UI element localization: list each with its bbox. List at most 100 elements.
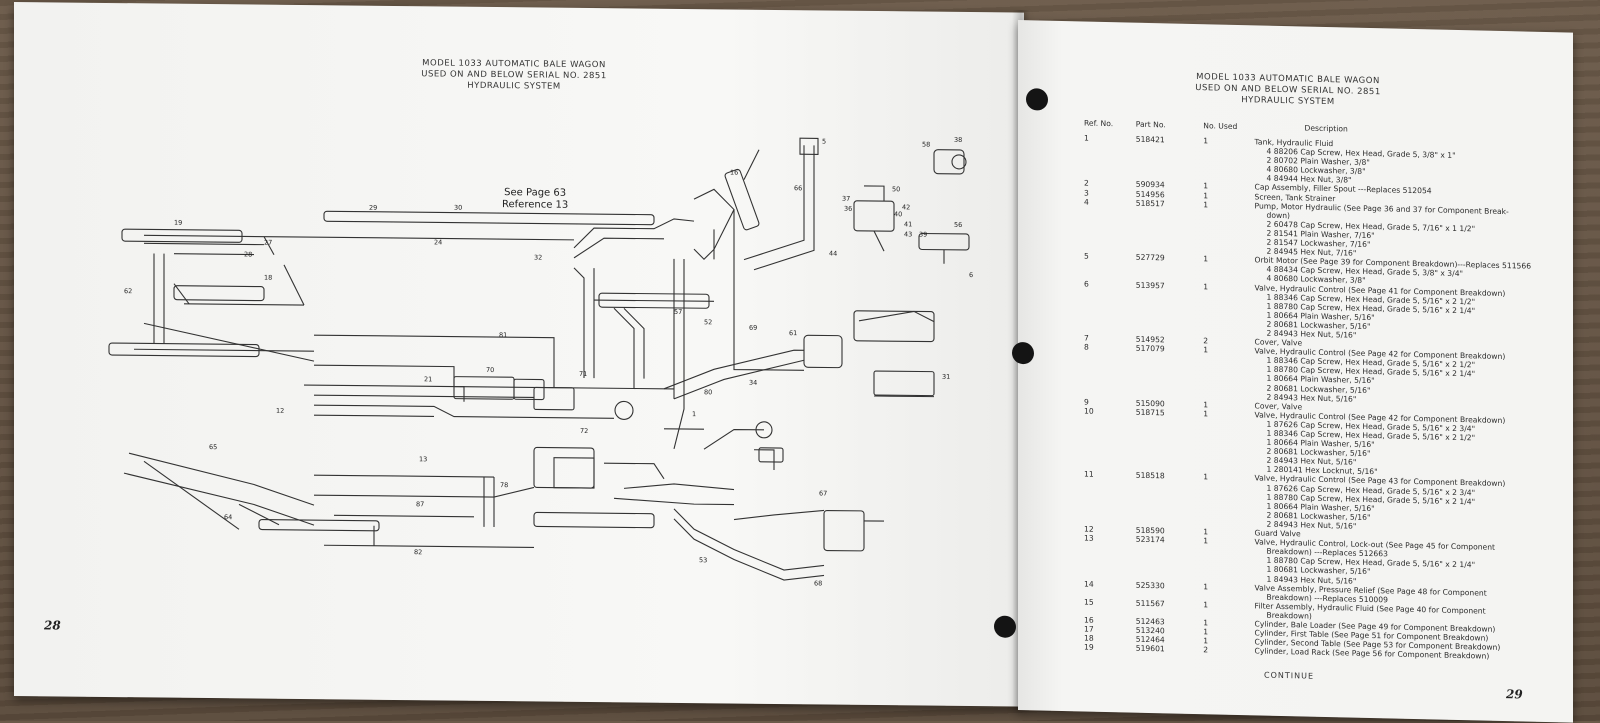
callout: 21 — [424, 375, 432, 383]
binder-hole — [1012, 341, 1034, 365]
ref-no-cell: 5 — [1084, 251, 1089, 261]
table-row: 10 518715 1 Valve, Hydraulic Control (See P… — [1080, 406, 1573, 481]
ref-no-cell: 19 — [1084, 642, 1094, 652]
ref-no-cell: 11 — [1084, 469, 1094, 480]
callout: 80 — [704, 388, 712, 396]
callout: 29 — [369, 204, 377, 212]
ref-no-cell: 6 — [1084, 278, 1089, 289]
callout: 30 — [454, 204, 462, 212]
callout: 41 — [904, 220, 912, 228]
callout: 19 — [174, 219, 182, 227]
part-no-cell: 518518 — [1135, 471, 1165, 481]
callout: 53 — [699, 556, 707, 564]
upper-frame-assembly — [108, 210, 655, 362]
callout: 27 — [264, 239, 272, 247]
no-used-cell: 1 — [1203, 409, 1209, 419]
ref-no-cell: 10 — [1084, 406, 1094, 416]
part-no-cell: 518517 — [1135, 198, 1165, 208]
callout: 50 — [892, 185, 900, 193]
description-cell: Valve, Hydraulic Control (See Page 41 fo… — [1255, 283, 1573, 345]
part-no-cell: 519601 — [1135, 643, 1165, 654]
callout: 42 — [902, 203, 910, 211]
lower-chassis-assembly — [123, 421, 884, 581]
part-no-cell: 513957 — [1135, 280, 1165, 290]
reference-line: Reference 13 — [502, 199, 569, 211]
header-part-no: Part No. — [1135, 119, 1166, 130]
header-no-used: No. Used — [1203, 121, 1238, 131]
see-page-reference: See Page 63 Reference 13 — [502, 187, 568, 212]
no-used-cell: 1 — [1203, 581, 1209, 591]
callout: 62 — [124, 287, 132, 295]
callout: 38 — [954, 136, 962, 144]
right-page: MODEL 1033 AUTOMATIC BALE WAGON USED ON … — [994, 20, 1573, 723]
callout: 39 — [919, 230, 927, 238]
no-used-cell: 1 — [1203, 136, 1209, 146]
callout: 32 — [534, 253, 542, 261]
ref-no-cell: 4 — [1084, 197, 1089, 207]
parts-list-table: Ref. No. Part No. No. Used Description 1… — [1080, 103, 1573, 663]
callout: 16 — [730, 168, 738, 176]
no-used-cell: 1 — [1203, 536, 1209, 546]
callout: 40 — [894, 210, 902, 218]
part-no-cell: 518421 — [1135, 134, 1165, 145]
callout: 57 — [674, 308, 682, 316]
callout: 65 — [209, 443, 217, 451]
callout: 43 — [904, 230, 912, 238]
callout: 71 — [579, 370, 587, 378]
ref-no-cell: 8 — [1084, 342, 1089, 352]
callout: 24 — [434, 238, 442, 246]
callout: 12 — [276, 407, 284, 415]
callout: 18 — [264, 274, 272, 282]
callout: 44 — [829, 250, 837, 258]
no-used-cell: 2 — [1203, 645, 1209, 655]
no-used-cell: 1 — [1203, 345, 1209, 355]
callout: 56 — [954, 221, 962, 229]
callout: 72 — [580, 427, 588, 435]
description-cell: Valve, Hydraulic Control (See Page 42 fo… — [1255, 410, 1573, 481]
callout: 81 — [499, 331, 507, 339]
part-no-cell: 527729 — [1135, 252, 1165, 263]
left-page-number: 28 — [44, 618, 61, 633]
callout: 70 — [486, 366, 494, 374]
description-cell: Valve, Hydraulic Control (See Page 43 fo… — [1255, 474, 1573, 536]
callout: 82 — [414, 548, 422, 556]
callout: 28 — [244, 250, 252, 258]
description-cell: Valve, Hydraulic Control, Lock-out (See … — [1255, 537, 1573, 590]
callout: 66 — [794, 184, 802, 192]
header-ref-no: Ref. No. — [1084, 118, 1114, 129]
part-no-cell: 525330 — [1135, 580, 1165, 590]
callout: 1 — [692, 410, 696, 418]
callout: 34 — [749, 379, 757, 387]
callout: 61 — [789, 329, 797, 337]
upper-right-components — [693, 137, 970, 398]
description-cell: Valve, Hydraulic Control (See Page 42 fo… — [1255, 347, 1573, 409]
ref-no-cell: 13 — [1084, 533, 1094, 543]
callout: 64 — [224, 513, 232, 521]
binder-hole — [1026, 88, 1048, 111]
right-page-number: 29 — [1506, 687, 1523, 702]
callout-numbers: 19 29 30 24 27 28 62 18 16 66 5 58 38 39… — [124, 136, 973, 588]
callout: 31 — [942, 373, 950, 381]
callout: 52 — [704, 318, 712, 326]
callout: 69 — [749, 324, 757, 332]
callout: 78 — [500, 481, 508, 489]
callout: 6 — [969, 271, 973, 279]
callout: 13 — [419, 455, 427, 463]
callout: 58 — [922, 141, 930, 149]
ref-no-cell: 1 — [1084, 133, 1089, 143]
ref-no-cell: 14 — [1084, 579, 1094, 589]
part-no-cell: 517079 — [1135, 343, 1165, 354]
no-used-cell: 1 — [1203, 599, 1209, 610]
part-no-cell: 511567 — [1135, 598, 1165, 609]
callout: 36 — [844, 205, 852, 213]
hydraulic-system-diagram: 19 29 30 24 27 28 62 18 16 66 5 58 38 39… — [108, 136, 973, 588]
callout: 68 — [814, 579, 822, 587]
no-used-cell: 1 — [1203, 472, 1209, 482]
part-no-cell: 523174 — [1135, 534, 1165, 545]
no-used-cell: 1 — [1203, 199, 1209, 209]
continue-label: CONTINUE — [1264, 670, 1315, 681]
callout: 37 — [842, 195, 850, 203]
part-no-cell: 518715 — [1135, 407, 1165, 418]
hydraulic-lines-center — [304, 209, 843, 450]
